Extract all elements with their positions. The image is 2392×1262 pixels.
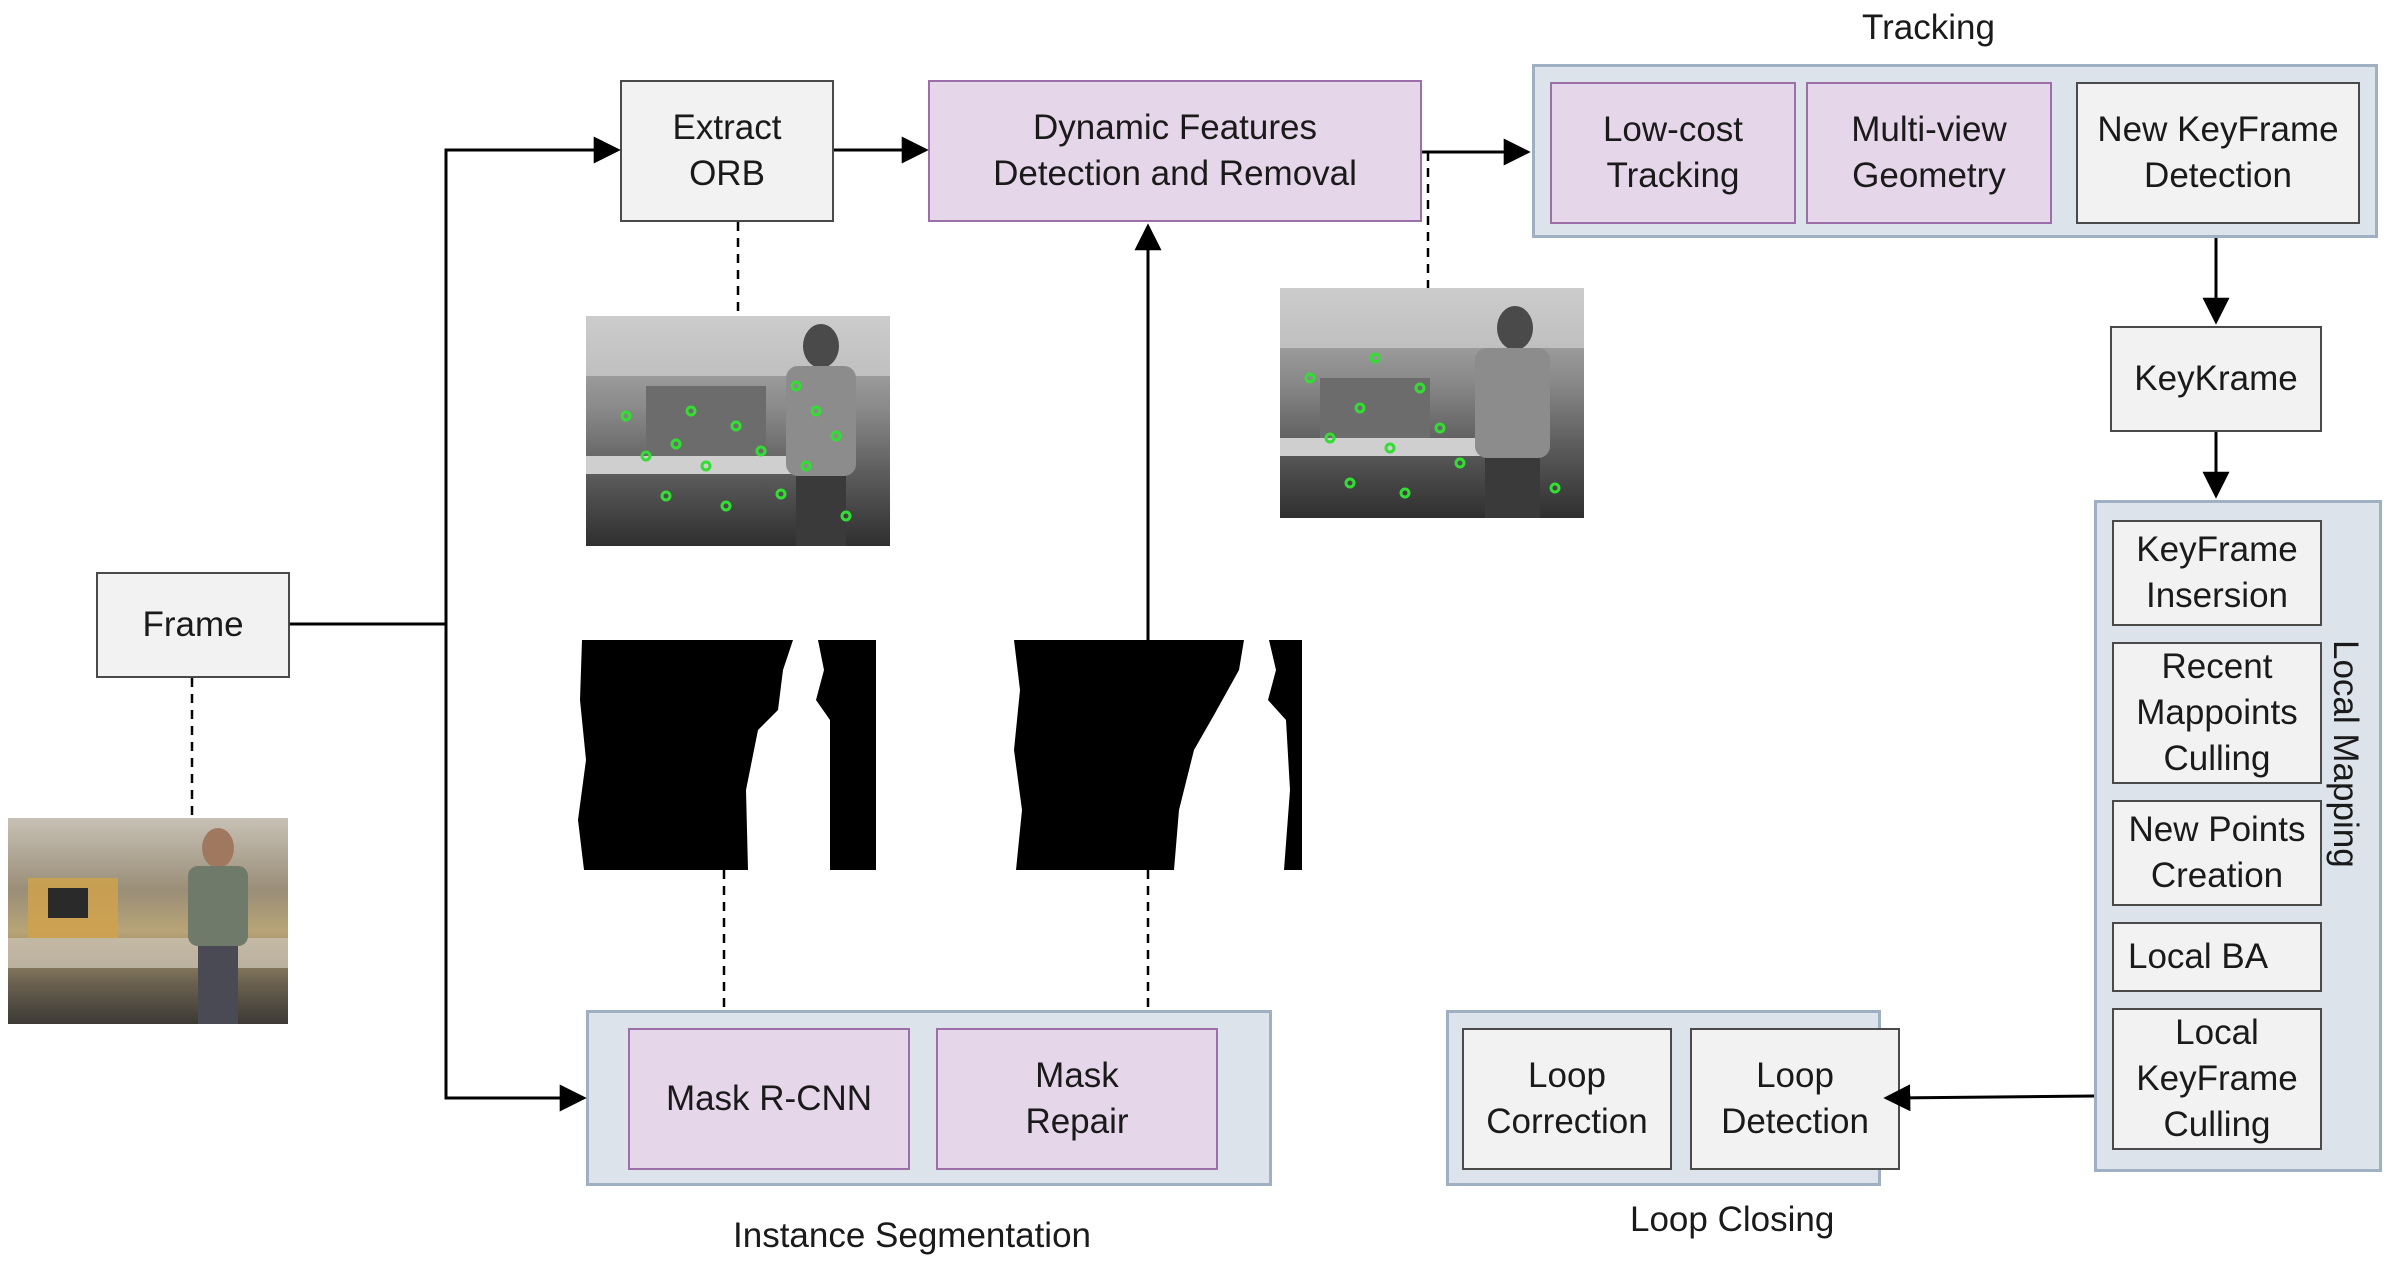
extract-orb-node: Extract ORB — [620, 80, 834, 222]
instance-segmentation-label: Instance Segmentation — [733, 1216, 1092, 1255]
to-segmentation-arrow — [444, 624, 587, 1112]
multi-view-geometry-node: Multi-view Geometry — [1806, 82, 2052, 224]
localmapping-to-loopclosing-arrow — [1883, 1084, 2095, 1112]
orb-features-image — [586, 316, 890, 546]
keyframe-insersion-node: KeyFrame Insersion — [2112, 520, 2322, 626]
frame-node: Frame — [96, 572, 290, 678]
filtered-features-scene — [1280, 288, 1584, 518]
filtered-features-image — [1280, 288, 1584, 518]
dynamic-features-node: Dynamic Features Detection and Removal — [928, 80, 1422, 222]
new-keyframe-detection-node: New KeyFrame Detection — [2076, 82, 2360, 224]
to-extract-orb-arrow — [444, 136, 621, 624]
mask-repair-node: Mask Repair — [936, 1028, 1218, 1170]
new-points-creation-node: New Points Creation — [2112, 800, 2322, 906]
loop-detection-node: Loop Detection — [1690, 1028, 1900, 1170]
mask-rcnn-node: Mask R-CNN — [628, 1028, 910, 1170]
frame-rgb-image — [8, 818, 288, 1024]
recent-mappoints-culling-node: Recent Mappoints Culling — [2112, 642, 2322, 784]
loop-closing-label: Loop Closing — [1630, 1200, 1835, 1239]
repaired-mask-shape — [994, 640, 1290, 870]
frame-rgb-scene — [8, 828, 288, 1024]
local-ba-node: Local BA — [2112, 922, 2322, 992]
keykrame-node: KeyKrame — [2110, 326, 2322, 432]
orb-features-scene — [586, 316, 890, 546]
raw-mask-image — [568, 640, 876, 870]
repaired-mask-image — [994, 640, 1302, 870]
loop-correction-node: Loop Correction — [1462, 1028, 1672, 1170]
low-cost-tracking-node: Low-cost Tracking — [1550, 82, 1796, 224]
tracking-label: Tracking — [1862, 8, 1995, 47]
local-keyframe-culling-node: Local KeyFrame Culling — [2112, 1008, 2322, 1150]
raw-mask-shape — [568, 640, 830, 870]
